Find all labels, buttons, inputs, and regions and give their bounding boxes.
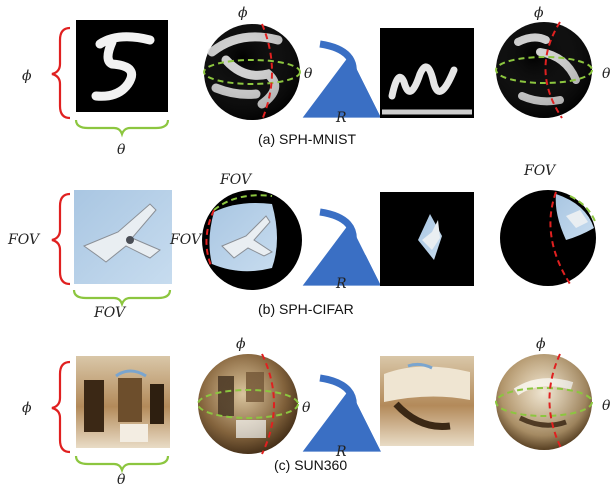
row-c-theta-brace xyxy=(74,455,170,474)
row-b-bottom-label: FOV xyxy=(93,305,127,321)
row-b-caption: (b) SPH-CIFAR xyxy=(258,301,354,317)
row-a-left-label: ϕ xyxy=(22,68,32,84)
row-a-caption: (a) SPH-MNIST xyxy=(258,131,356,147)
cifar-airplane-image xyxy=(74,190,172,284)
row-sun360: ϕ θ ϕ θ R xyxy=(22,336,611,488)
sun360-sphere-2 xyxy=(495,353,593,451)
row-b-left-label: FOV xyxy=(7,232,41,248)
row-b-sphere1-top-label: FOV xyxy=(219,172,253,188)
row-b-rotation-arrow xyxy=(302,208,381,286)
sun360-rotated-image xyxy=(380,356,474,446)
row-a-bottom-label: θ xyxy=(117,142,126,158)
row-a-sphere1-top-label: ϕ xyxy=(238,5,248,21)
mnist-sphere-1 xyxy=(203,23,301,121)
cifar-sphere-2 xyxy=(500,190,597,286)
row-c-sphere2-side-label: θ xyxy=(602,398,611,414)
row-a-theta-brace xyxy=(74,119,170,138)
row-sph-mnist: ϕ θ ϕ θ R xyxy=(22,5,611,158)
row-b-fov-bottom-brace xyxy=(72,289,172,308)
cifar-sphere-1 xyxy=(202,190,302,290)
row-c-caption: (c) SUN360 xyxy=(274,457,347,473)
row-b-sphere2-top-label: FOV xyxy=(523,163,557,179)
row-c-rotation-label: R xyxy=(335,444,347,460)
row-c-left-label: ϕ xyxy=(22,400,32,416)
row-c-rotation-arrow xyxy=(302,374,381,452)
row-a-rotation-label: R xyxy=(335,110,347,126)
mnist-sphere-2 xyxy=(495,21,593,119)
row-a-sphere2-top-label: ϕ xyxy=(534,5,544,21)
row-a-sphere1-side-label: θ xyxy=(304,66,313,82)
row-c-sphere1-top-label: ϕ xyxy=(236,336,246,352)
sun360-sphere-1 xyxy=(197,353,299,455)
sun360-panorama-image xyxy=(76,356,170,448)
row-a-phi-brace xyxy=(51,26,71,120)
cifar-rotated-image xyxy=(380,192,474,286)
row-c-sphere2-top-label: ϕ xyxy=(536,336,546,352)
row-c-sphere1-side-label: θ xyxy=(302,400,311,416)
mnist-rotated-image xyxy=(380,28,474,118)
row-b-fov-brace xyxy=(51,192,71,286)
mnist-digit-image xyxy=(76,20,168,112)
row-b-sphere1-side-label: FOV xyxy=(169,232,203,248)
row-b-rotation-label: R xyxy=(335,276,347,292)
row-sph-cifar: FOV FOV FOV FOV R xyxy=(7,163,597,321)
row-a-sphere2-side-label: θ xyxy=(602,66,611,82)
row-c-bottom-label: θ xyxy=(117,472,126,488)
row-c-phi-brace xyxy=(51,360,71,454)
row-a-rotation-arrow xyxy=(302,40,381,118)
